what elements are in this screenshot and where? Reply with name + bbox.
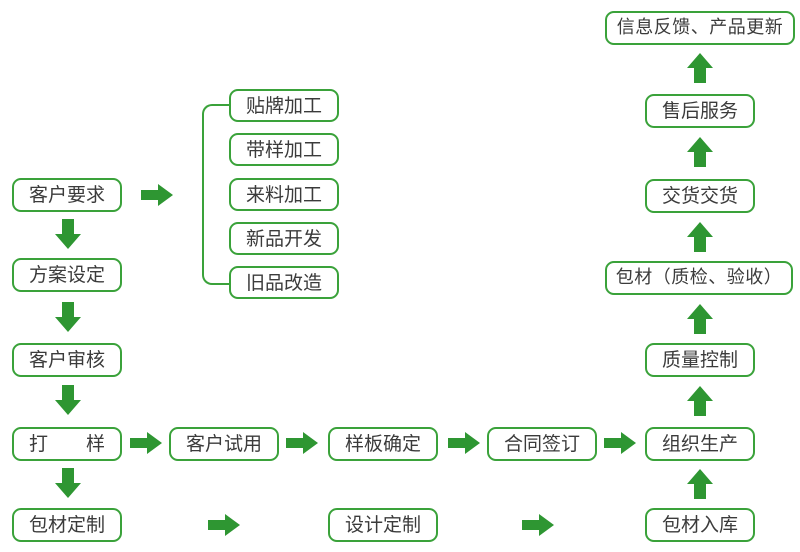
node-delivery: 交货交货 <box>645 179 755 213</box>
arrow-right-icon <box>130 432 162 454</box>
arrow-up-icon <box>687 469 713 499</box>
node-sampling: 打 样 <box>12 427 122 461</box>
node-customer-review: 客户审核 <box>12 343 122 377</box>
arrow-up-icon <box>687 304 713 334</box>
node-design-customization: 设计定制 <box>328 508 438 542</box>
node-oem-processing: 贴牌加工 <box>229 89 339 122</box>
node-packaging-warehousing: 包材入库 <box>645 508 755 542</box>
arrow-right-icon <box>141 184 173 206</box>
node-packaging-customization: 包材定制 <box>12 508 122 542</box>
arrow-up-icon <box>687 222 713 252</box>
arrow-right-icon <box>448 432 480 454</box>
node-packaging-inspection: 包材（质检、验收） <box>605 261 793 295</box>
node-plan-setting: 方案设定 <box>12 258 122 292</box>
node-after-sales-service: 售后服务 <box>645 94 755 128</box>
node-feedback-product-update: 信息反馈、产品更新 <box>605 11 795 45</box>
node-old-product-renovation: 旧品改造 <box>229 266 339 299</box>
node-with-sample-processing: 带样加工 <box>229 133 339 166</box>
arrow-right-icon <box>208 514 240 536</box>
node-sample-confirmation: 样板确定 <box>328 427 438 461</box>
arrow-right-icon <box>522 514 554 536</box>
branch-bracket <box>202 104 230 285</box>
arrow-down-icon <box>55 468 81 498</box>
node-customer-trial: 客户试用 <box>169 427 279 461</box>
arrow-down-icon <box>55 385 81 415</box>
arrow-up-icon <box>687 53 713 83</box>
node-new-product-development: 新品开发 <box>229 222 339 255</box>
arrow-up-icon <box>687 137 713 167</box>
arrow-down-icon <box>55 219 81 249</box>
node-contract-signing: 合同签订 <box>487 427 597 461</box>
arrow-right-icon <box>604 432 636 454</box>
node-organize-production: 组织生产 <box>645 427 755 461</box>
arrow-down-icon <box>55 302 81 332</box>
arrow-right-icon <box>286 432 318 454</box>
node-customer-requirements: 客户要求 <box>12 178 122 212</box>
node-incoming-material-processing: 来料加工 <box>229 178 339 211</box>
arrow-up-icon <box>687 386 713 416</box>
node-quality-control: 质量控制 <box>645 343 755 377</box>
